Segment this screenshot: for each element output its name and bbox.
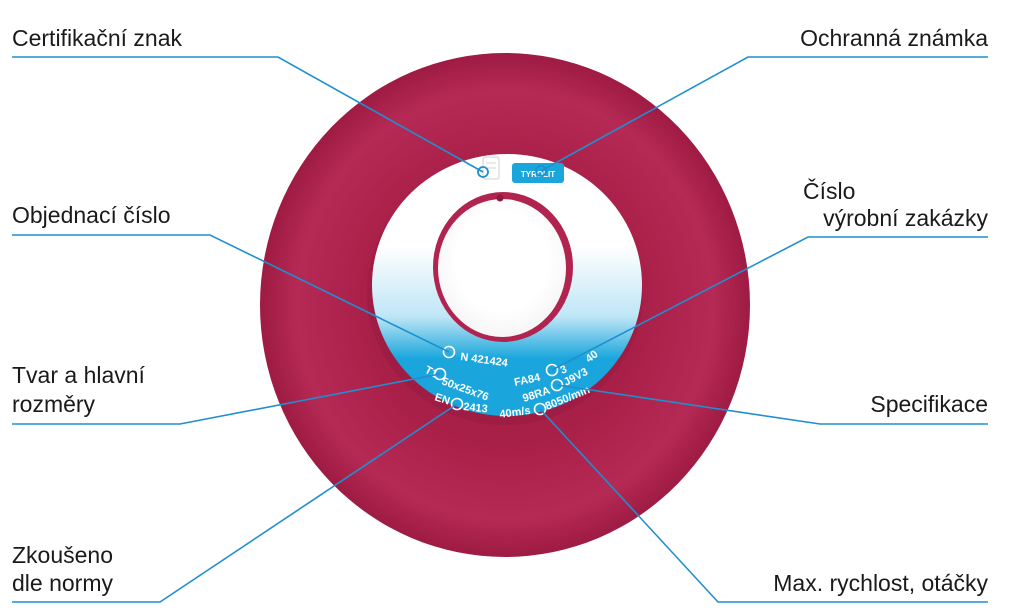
leader-objednaci-cislo: [12, 234, 450, 353]
marker-speed: [533, 402, 547, 416]
label-specifikace: Specifikace: [870, 391, 988, 417]
wheel-standard-number: 2413: [463, 401, 489, 415]
leader-lines: [12, 56, 988, 603]
leader-cislo-vyrobni-zakazky: [551, 236, 988, 371]
wheel-standard: EN: [433, 391, 451, 407]
leader-zkouseno: [12, 403, 458, 603]
label-cislo-line2: výrobní zakázky: [823, 205, 988, 231]
wheel-bore-inner: [438, 199, 566, 337]
marker-order-job: [545, 363, 559, 377]
label-zkouseno-line2: dle normy: [12, 570, 113, 596]
marker-certification: [477, 166, 489, 178]
label-zkouseno-line1: Zkoušeno: [12, 542, 113, 568]
label-tvar-line2: rozměry: [12, 391, 96, 417]
leader-max-rychlost: [539, 408, 988, 603]
label-objednaci-cislo: Objednací číslo: [12, 202, 171, 228]
label-max-rychlost: Max. rychlost, otáčky: [773, 570, 988, 596]
leader-specifikace: [556, 384, 988, 425]
marker-standard: [450, 397, 464, 411]
wheel-spec-a2: 3: [559, 363, 569, 376]
leader-tvar-rozmery: [12, 373, 441, 425]
callout-labels: Certifikační znak Ochranná známka Objedn…: [12, 25, 988, 596]
marker-spec: [550, 378, 564, 392]
marker-trademark: [535, 165, 547, 177]
bore-notch: [496, 194, 504, 202]
leader-ochranna-znamka: [540, 56, 988, 172]
marker-shape: [433, 367, 447, 381]
label-ochranna-znamka: Ochranná známka: [800, 25, 988, 51]
leader-certifikacni-znak: [12, 56, 484, 173]
label-certifikacni-znak: Certifikační znak: [12, 25, 183, 51]
wheel-spec-b3: 40: [583, 348, 600, 365]
marker-order-number: [442, 345, 456, 359]
wheel-spec-a: FA84: [513, 372, 542, 389]
wheel-speed: 40m/s: [499, 405, 532, 421]
certification-mark: [482, 156, 500, 180]
label-tvar-line1: Tvar a hlavní: [12, 362, 146, 388]
label-cislo-line1: Číslo: [803, 177, 855, 204]
